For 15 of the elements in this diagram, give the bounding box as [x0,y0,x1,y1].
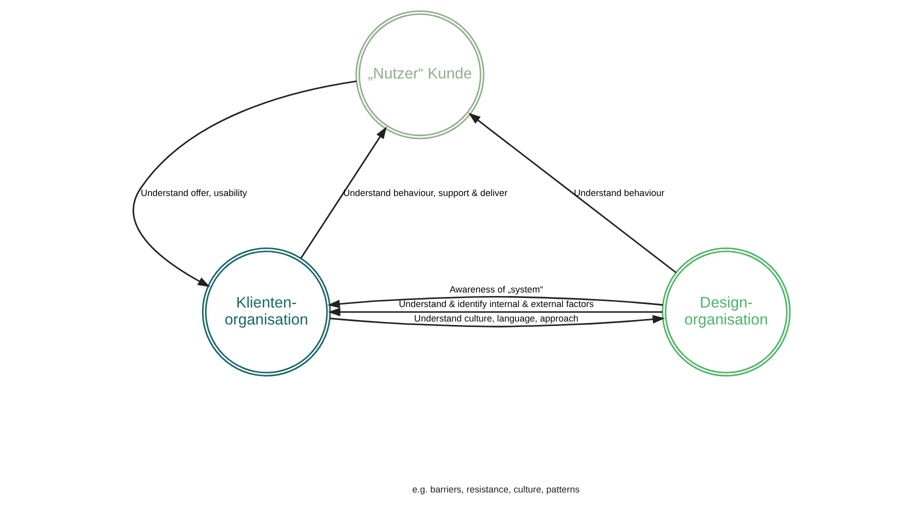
arrow [328,296,663,308]
edge-label: Understand offer, usability [140,188,248,198]
edge-label: Understand behaviour [574,188,664,198]
edge-label: Understand culture, language, approach [414,314,578,324]
arrow [132,80,357,288]
arrow [300,126,387,259]
arrow [328,308,662,316]
edge-label: Awareness of „system“ [450,284,544,295]
edge-label: Understand behaviour, support & deliver [343,188,508,198]
arrow [468,112,676,274]
node-circle: Design-organisation [662,248,791,376]
arrow [330,315,665,328]
node-circle: Klienten-organisation [202,248,331,376]
label: e.g. barriers, resistance, culture, patterns [412,484,580,494]
edge-label: Understand & identify internal & external factors [398,299,594,310]
